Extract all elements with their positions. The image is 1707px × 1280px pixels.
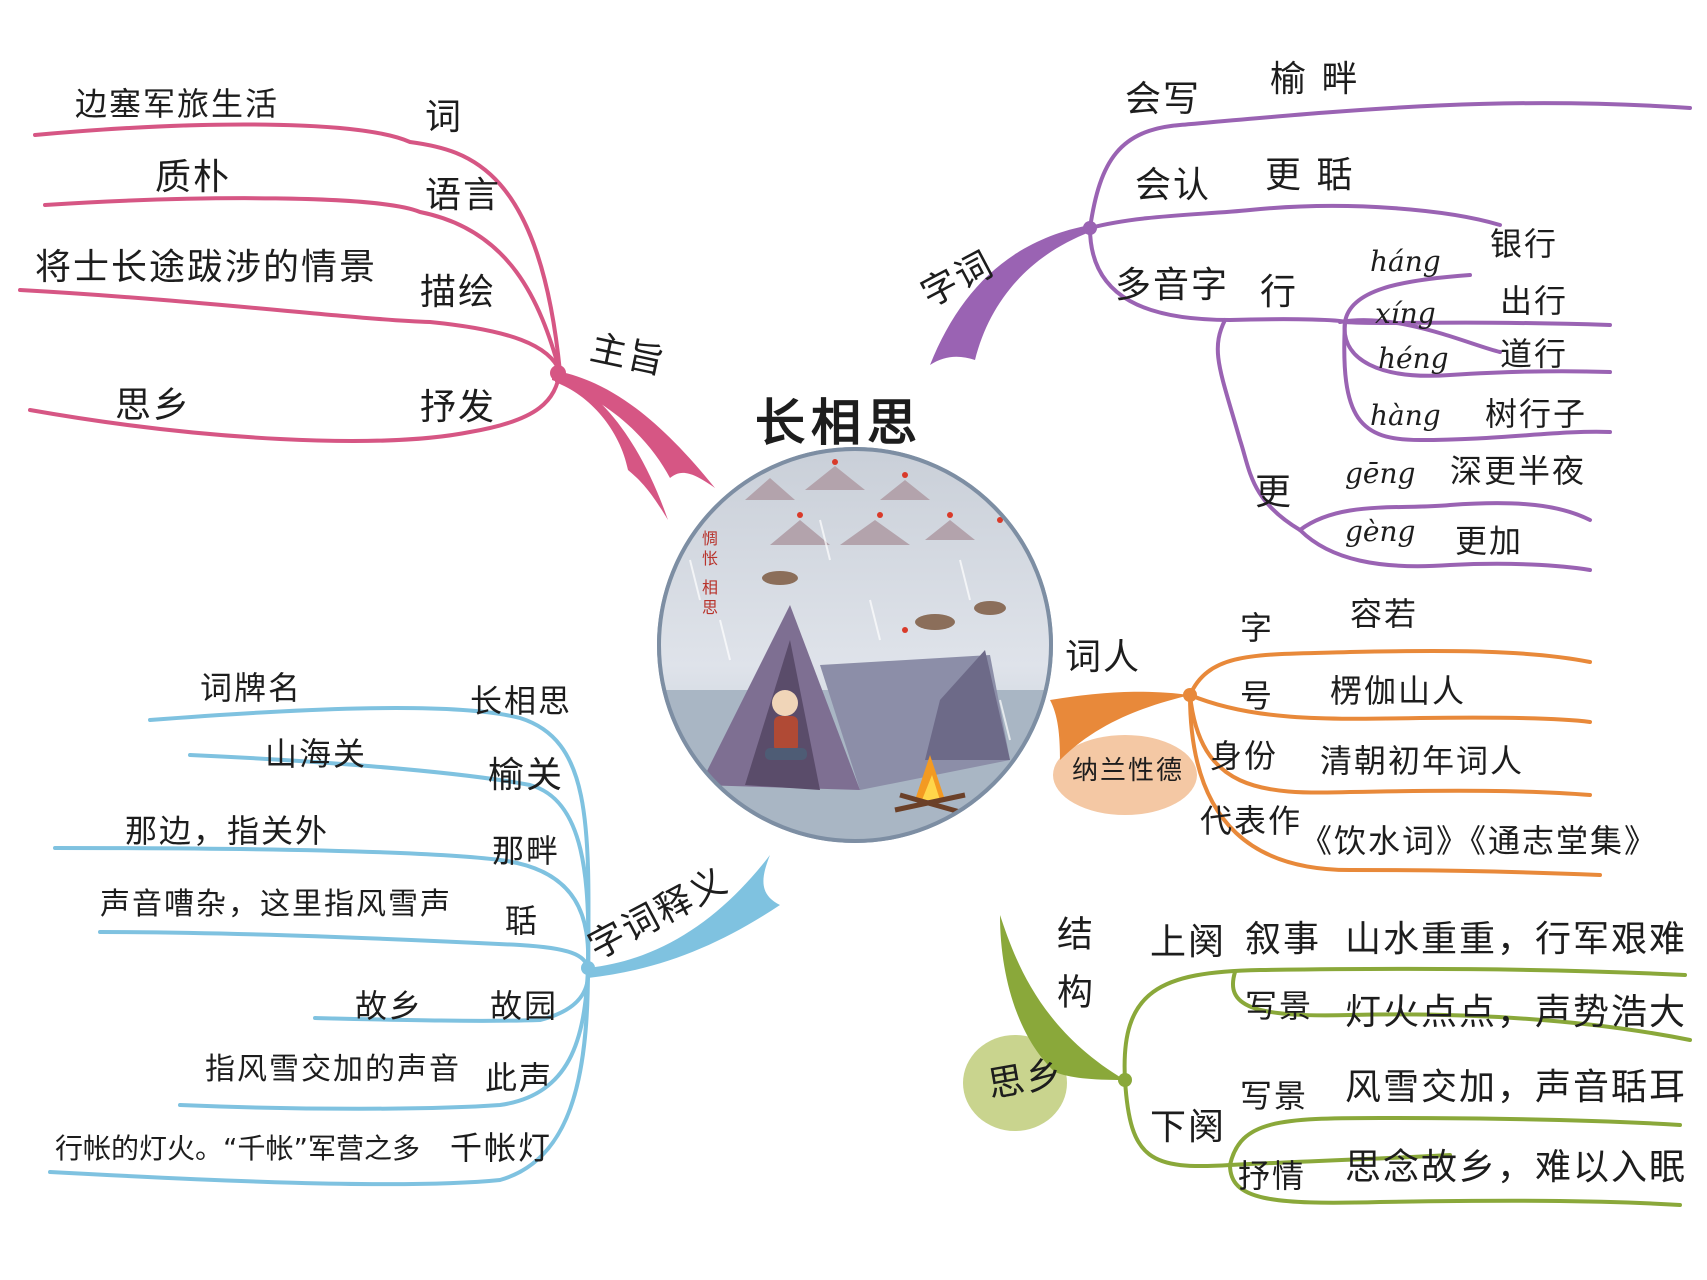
purple-branch-lines (1088, 101, 1692, 572)
purple-hang-pinyin-0: háng (1370, 245, 1441, 278)
green-main-label: 结构 (1051, 915, 1092, 1031)
purple-write-key: 会写 (1125, 79, 1202, 120)
pink-item-3-key: 抒发 (420, 387, 497, 428)
blue-item-5-key: 此声 (485, 1059, 554, 1097)
pink-item-3-value: 思乡 (115, 385, 192, 426)
purple-hang-word-2: 道行 (1500, 335, 1569, 373)
purple-hang-pinyin-3: hàng (1370, 399, 1441, 432)
green-lower-row-0-key: 写景 (1240, 1077, 1309, 1115)
green-lower-row-0-value: 风雪交加，声音聒耳 (1345, 1067, 1688, 1108)
green-upper-row-0-key: 叙事 (1245, 919, 1322, 960)
page-title: 长相思 (755, 394, 923, 452)
blue-main-branch (588, 855, 780, 978)
green-main-branch (1000, 915, 1125, 1080)
green-lower-row-1-key: 抒情 (1238, 1157, 1307, 1195)
orange-main-label: 词人 (1065, 637, 1142, 678)
pink-item-1-key: 语言 (425, 175, 502, 216)
orange-item-1-value: 楞伽山人 (1330, 672, 1467, 710)
blue-item-3-key: 聒 (505, 902, 540, 940)
purple-geng-word-1: 更加 (1455, 522, 1524, 560)
blue-item-0-key: 长相思 (470, 682, 573, 720)
orange-item-3-value: 《饮水词》《通志堂集》 (1300, 822, 1659, 860)
orange-item-0-key: 字 (1240, 609, 1275, 647)
purple-hang-char: 行 (1260, 272, 1299, 313)
scene-vertical-text: 惆怅 相思 (699, 530, 718, 620)
blue-item-1-value: 山海关 (265, 735, 368, 773)
pink-item-1-value: 质朴 (155, 157, 232, 198)
green-upper-row-1-key: 写景 (1245, 987, 1314, 1025)
green-branch-lines (1122, 966, 1692, 1207)
blue-branch-lines (48, 706, 591, 1187)
pink-item-2-key: 描绘 (420, 272, 497, 313)
green-junction-dot (1118, 1073, 1132, 1087)
orange-item-2-key: 身份 (1210, 737, 1279, 775)
pink-branch-lines (18, 122, 562, 443)
orange-branch-lines (1188, 649, 1602, 877)
green-lower-label: 下阕 (1150, 1107, 1227, 1148)
blue-item-6-value: 行帐的灯火。“千帐”军营之多 (55, 1132, 421, 1165)
purple-hang-word-1: 出行 (1500, 282, 1569, 320)
central-illustration (657, 447, 1053, 843)
orange-item-0-value: 容若 (1350, 595, 1419, 633)
orange-badge-label: 纳兰性德 (1072, 756, 1185, 786)
blue-item-5-value: 指风雪交加的声音 (205, 1052, 461, 1087)
green-badge-blob (963, 1035, 1067, 1131)
purple-hang-word-0: 银行 (1490, 225, 1559, 263)
orange-badge-blob (1053, 735, 1197, 815)
pink-main-branch-tail (555, 372, 668, 520)
purple-main-branch (930, 225, 1090, 365)
blue-item-3-value: 声音嘈杂，这里指风雪声 (100, 887, 452, 922)
blue-item-6-key: 千帐灯 (450, 1129, 553, 1167)
purple-read-key: 会认 (1135, 165, 1212, 206)
purple-geng-pinyin-1: gèng (1345, 515, 1416, 548)
blue-item-2-key: 那畔 (492, 832, 561, 870)
pink-main-branch (552, 370, 715, 488)
blue-item-0-value: 词牌名 (200, 669, 303, 707)
green-lower-row-1-value: 思念故乡，难以入眠 (1345, 1147, 1688, 1188)
blue-item-2-value: 那边，指关外 (125, 812, 330, 850)
purple-geng-word-0: 深更半夜 (1450, 452, 1587, 490)
purple-geng-pinyin-0: gēng (1345, 457, 1416, 490)
purple-write-value: 榆 畔 (1270, 59, 1360, 100)
purple-geng-char: 更 (1255, 472, 1294, 513)
orange-item-1-key: 号 (1240, 677, 1275, 715)
orange-main-branch (1050, 691, 1190, 760)
green-upper-row-1-value: 灯火点点，声势浩大 (1345, 992, 1688, 1033)
blue-item-4-key: 故园 (490, 987, 559, 1025)
orange-junction-dot (1183, 688, 1197, 702)
purple-hang-word-3: 树行子 (1485, 395, 1588, 433)
pink-item-2-value: 将士长途跋涉的情景 (35, 247, 378, 288)
purple-hang-pinyin-1: xíng (1375, 297, 1436, 330)
orange-item-3-key: 代表作 (1200, 802, 1303, 840)
purple-junction-dot (1083, 221, 1097, 235)
purple-read-value: 更 聒 (1265, 155, 1355, 196)
purple-hang-pinyin-2: héng (1378, 342, 1449, 375)
blue-item-1-key: 榆关 (488, 755, 565, 796)
blue-item-4-value: 故乡 (355, 987, 424, 1025)
pink-junction-dot (550, 365, 566, 381)
pink-item-0-key: 词 (425, 97, 464, 138)
purple-poly-label: 多音字 (1115, 265, 1230, 306)
orange-item-2-value: 清朝初年词人 (1320, 742, 1525, 780)
blue-junction-dot (581, 961, 595, 975)
pink-item-0-value: 边塞军旅生活 (75, 85, 280, 123)
green-upper-label: 上阕 (1150, 922, 1227, 963)
green-upper-row-0-value: 山水重重，行军艰难 (1345, 919, 1688, 960)
